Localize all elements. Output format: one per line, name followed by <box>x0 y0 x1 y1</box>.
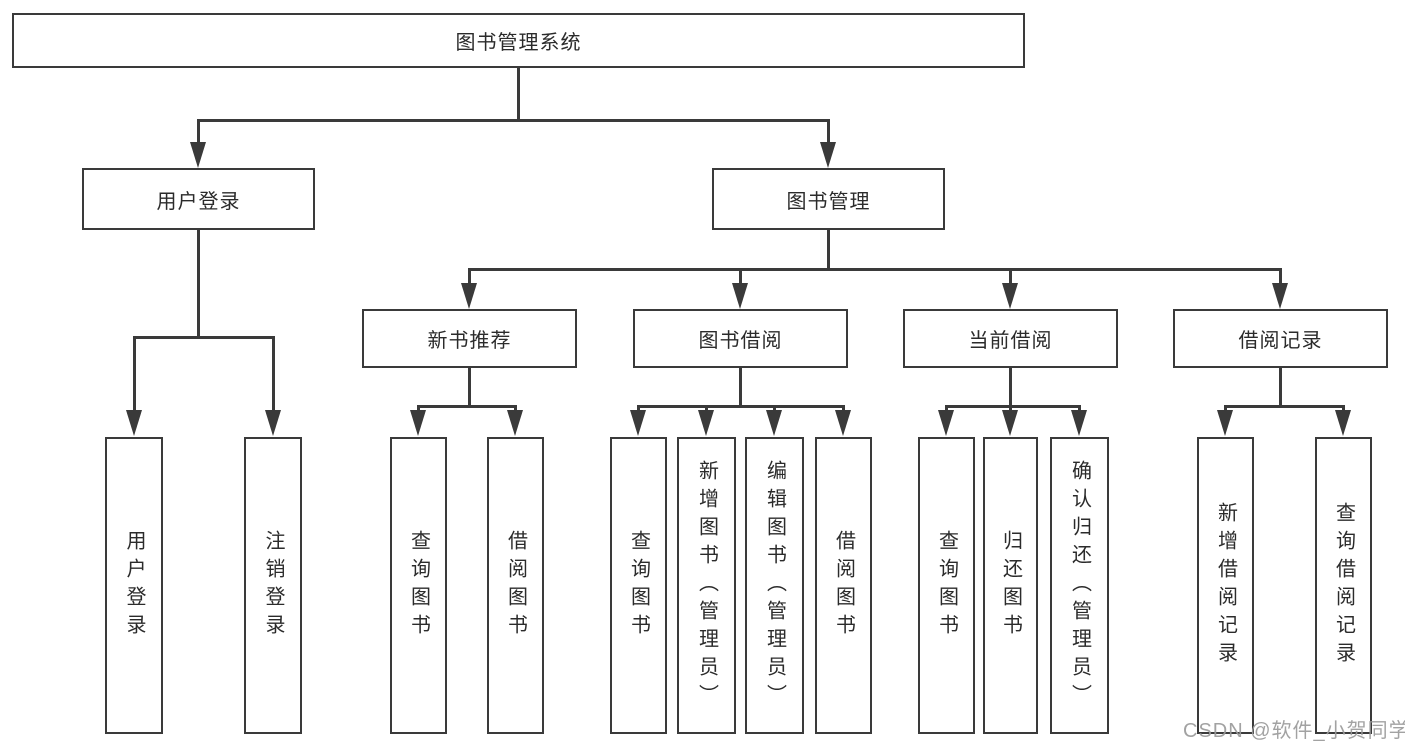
leaf-edit-books-admin: 编辑图书（管理员） <box>745 437 804 734</box>
arrowhead-down-icon <box>190 142 206 168</box>
leaf-query-books: 查询图书 <box>390 437 447 734</box>
node-borrowing-records: 借阅记录 <box>1173 309 1388 368</box>
node-label: 图书管理 <box>786 190 871 213</box>
node-label: 当前借阅 <box>968 330 1053 352</box>
connector-vline <box>517 67 520 120</box>
connector-hline <box>468 268 1282 271</box>
connector-hline <box>1224 405 1345 408</box>
leaf-label: 新增图书（管理员） <box>695 459 718 712</box>
leaf-label: 注销登录 <box>262 529 284 642</box>
node-label: 借阅记录 <box>1238 330 1323 352</box>
node-label: 图书管理系统 <box>455 32 582 54</box>
leaf-label: 编辑图书（管理员） <box>763 459 786 712</box>
connector-vline <box>827 229 830 270</box>
connector-vline <box>468 268 471 286</box>
leaf-borrow-books: 借阅图书 <box>487 437 544 734</box>
leaf-query-borrow-record: 查询借阅记录 <box>1315 437 1372 734</box>
arrowhead-down-icon <box>1272 283 1288 309</box>
arrowhead-down-icon <box>732 283 748 309</box>
arrowhead-down-icon <box>410 410 426 436</box>
arrowhead-down-icon <box>1217 410 1233 436</box>
connector-vline <box>1279 366 1282 407</box>
connector-vline <box>739 268 742 286</box>
node-user-login: 用户登录 <box>82 168 315 230</box>
arrowhead-down-icon <box>835 410 851 436</box>
connector-vline <box>827 119 830 147</box>
arrowhead-down-icon <box>820 142 836 168</box>
node-label: 图书借阅 <box>698 330 783 352</box>
connector-vline <box>197 119 200 147</box>
leaf-label: 归还图书 <box>999 529 1022 642</box>
node-library-management-system: 图书管理系统 <box>12 13 1025 68</box>
connector-vline <box>468 366 471 407</box>
arrowhead-down-icon <box>1002 283 1018 309</box>
leaf-label: 借阅图书 <box>504 529 527 642</box>
connector-hline <box>197 119 830 122</box>
connector-vline <box>1009 268 1012 286</box>
csdn-watermark: CSDN @软件_小贺同学 <box>1183 720 1405 742</box>
arrowhead-down-icon <box>265 410 281 436</box>
leaf-add-books-admin: 新增图书（管理员） <box>677 437 736 734</box>
connector-hline <box>417 405 517 408</box>
leaf-label: 确认归还（管理员） <box>1068 459 1091 712</box>
leaf-confirm-return-admin: 确认归还（管理员） <box>1050 437 1109 734</box>
connector-vline <box>739 366 742 407</box>
connector-vline <box>1279 268 1282 286</box>
node-book-borrowing: 图书借阅 <box>633 309 848 368</box>
leaf-label: 借阅图书 <box>832 529 855 642</box>
arrowhead-down-icon <box>698 410 714 436</box>
leaf-user-login: 用户登录 <box>105 437 163 734</box>
leaf-borrow-books: 借阅图书 <box>815 437 872 734</box>
node-current-borrowing: 当前借阅 <box>903 309 1118 368</box>
leaf-label: 用户登录 <box>123 529 145 642</box>
node-label: 用户登录 <box>156 190 241 213</box>
connector-hline <box>945 405 1081 408</box>
leaf-label: 查询借阅记录 <box>1332 501 1355 670</box>
leaf-query-books: 查询图书 <box>610 437 667 734</box>
arrowhead-down-icon <box>1002 410 1018 436</box>
connector-hline <box>133 336 275 339</box>
leaf-return-books: 归还图书 <box>983 437 1038 734</box>
leaf-label: 查询图书 <box>407 529 430 642</box>
leaf-add-borrow-record: 新增借阅记录 <box>1197 437 1254 734</box>
leaf-query-books: 查询图书 <box>918 437 975 734</box>
connector-vline <box>1009 366 1012 407</box>
arrowhead-down-icon <box>1071 410 1087 436</box>
arrowhead-down-icon <box>507 410 523 436</box>
arrowhead-down-icon <box>938 410 954 436</box>
arrowhead-down-icon <box>126 410 142 436</box>
node-new-book-recommendation: 新书推荐 <box>362 309 577 368</box>
connector-vline <box>133 336 136 412</box>
connector-vline <box>272 336 275 412</box>
connector-hline <box>637 405 845 408</box>
leaf-logout: 注销登录 <box>244 437 302 734</box>
arrowhead-down-icon <box>630 410 646 436</box>
arrowhead-down-icon <box>766 410 782 436</box>
arrowhead-down-icon <box>461 283 477 309</box>
leaf-label: 新增借阅记录 <box>1214 501 1237 670</box>
arrowhead-down-icon <box>1335 410 1351 436</box>
leaf-label: 查询图书 <box>627 529 650 642</box>
connector-vline <box>197 229 200 337</box>
node-label: 新书推荐 <box>427 330 512 352</box>
leaf-label: 查询图书 <box>935 529 958 642</box>
node-book-management: 图书管理 <box>712 168 945 230</box>
